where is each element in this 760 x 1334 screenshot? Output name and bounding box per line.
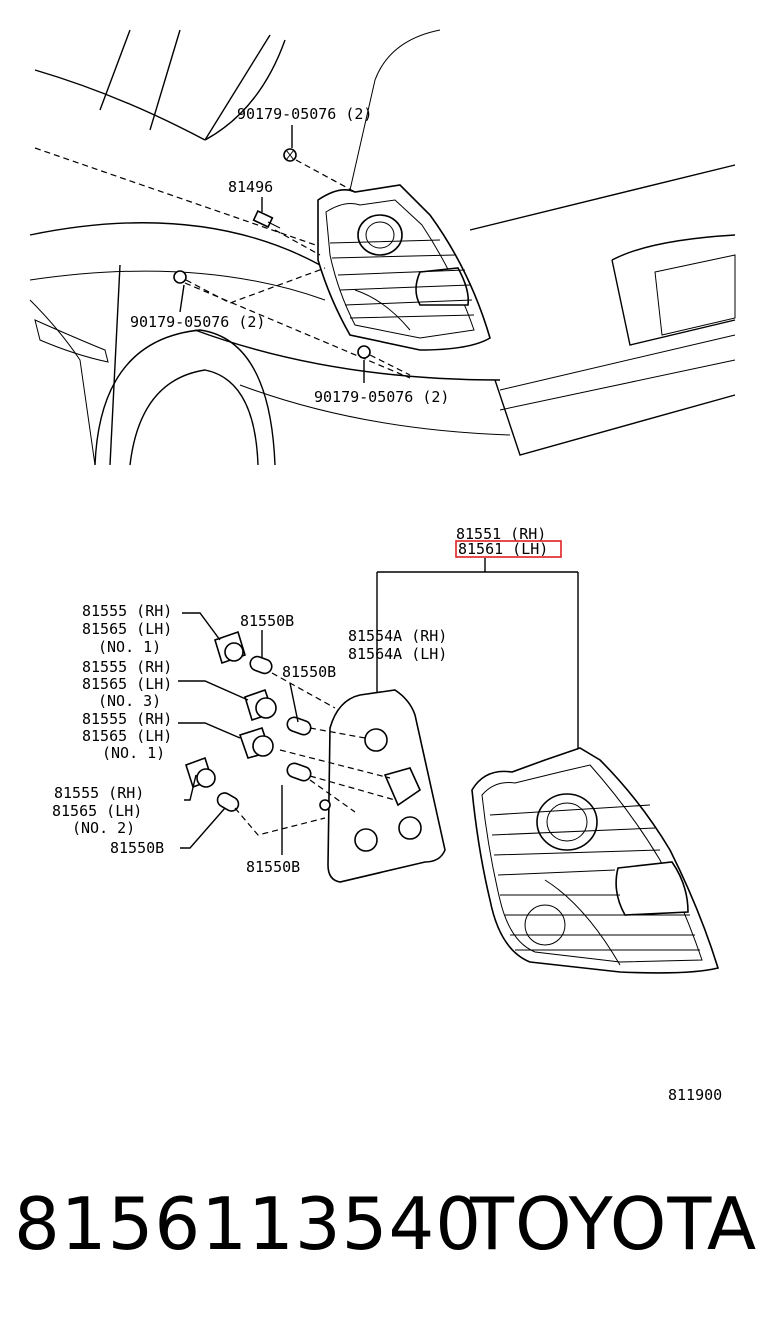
label-socket2-no: (NO. 2) xyxy=(72,819,135,837)
vehicle-rear-illustration xyxy=(29,29,736,466)
label-gasket-rh: 81554A (RH) xyxy=(348,627,447,645)
part-number: 8156113540 xyxy=(14,1182,483,1266)
parts-diagram: 90179-05076 (2) 81496 90179-05076 (2) 90… xyxy=(29,29,736,1104)
label-assy-rh: 81551 (RH) xyxy=(456,525,546,543)
socket-no1b-icon xyxy=(238,726,274,759)
label-socket1-no: (NO. 1) xyxy=(98,638,161,656)
bulb-b-icon xyxy=(286,716,312,736)
label-socket2-lh: 81565 (LH) xyxy=(52,802,142,820)
clip-top-icon xyxy=(283,148,297,162)
label-bolt: 81496 xyxy=(228,178,273,196)
label-gasket-lh: 81564A (LH) xyxy=(348,645,447,663)
figure-code: 811900 xyxy=(668,1086,722,1104)
socket-no1-icon xyxy=(214,630,246,665)
socket-no3-icon xyxy=(244,688,277,722)
clip-left-icon xyxy=(173,270,187,284)
label-bulb-d: 81550B xyxy=(110,839,164,857)
label-bulb-b: 81550B xyxy=(282,663,336,681)
label-clip-top: 90179-05076 (2) xyxy=(237,105,372,123)
label-socket1b-rh: 81555 (RH) xyxy=(82,710,172,728)
label-socket3-lh: 81565 (LH) xyxy=(82,675,172,693)
clip-bottom-icon xyxy=(357,345,371,359)
label-socket1-lh: 81565 (LH) xyxy=(82,620,172,638)
tail-lamp-icon xyxy=(471,747,720,974)
label-clip-left: 90179-05076 (2) xyxy=(130,313,265,331)
label-socket1b-lh: 81565 (LH) xyxy=(82,727,172,745)
label-socket1-rh: 81555 (RH) xyxy=(82,602,172,620)
bolt-icon xyxy=(252,210,281,229)
socket-no2-icon xyxy=(185,756,216,789)
label-bulb-a: 81550B xyxy=(240,612,294,630)
label-socket2-rh: 81555 (RH) xyxy=(54,784,144,802)
bulb-c-icon xyxy=(286,762,312,782)
brand-name: TOYOTA xyxy=(470,1182,758,1266)
label-socket3-rh: 81555 (RH) xyxy=(82,658,172,676)
label-socket1b-no: (NO. 1) xyxy=(102,744,165,762)
label-clip-bottom: 90179-05076 (2) xyxy=(314,388,449,406)
label-assy-lh: 81561 (LH) xyxy=(458,540,548,558)
bulb-a-icon xyxy=(249,655,273,675)
highlight-box xyxy=(455,540,562,558)
label-socket3-no: (NO. 3) xyxy=(98,692,161,710)
gasket-icon xyxy=(319,689,446,883)
label-bulb-c: 81550B xyxy=(246,858,300,876)
